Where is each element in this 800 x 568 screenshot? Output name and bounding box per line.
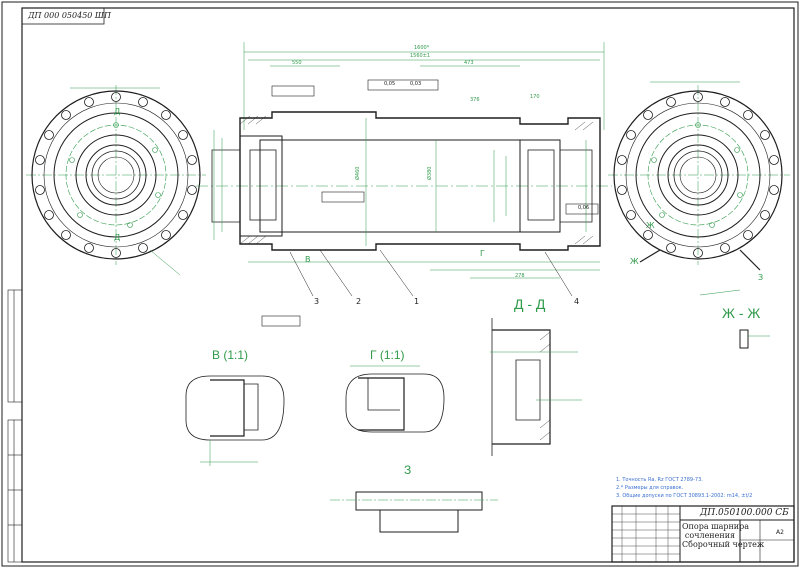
mark-zh-1: Ж (646, 221, 655, 230)
dim-length-3: 550 (292, 60, 302, 66)
dim-tol-1: 0,05 (384, 81, 396, 87)
inner-frame (21, 7, 795, 563)
detail-g-title: Г (1:1) (370, 348, 405, 362)
right-flange-view (608, 81, 790, 296)
note-1: 1. Точность Ra, Rz ГОСТ 2789-73. (616, 477, 703, 483)
dim-length-5: 376 (470, 97, 480, 103)
mark-d-2: Д (114, 233, 121, 242)
designation: ДП.050100.000 СБ (700, 508, 789, 518)
left-margin-column (7, 289, 23, 563)
dim-length-6: 278 (515, 273, 525, 279)
mark-zh-2: Ж (630, 257, 639, 266)
position-label-4: 4 (574, 297, 580, 306)
dim-length-7: 170 (530, 94, 540, 100)
mark-v: В (305, 255, 311, 264)
title-line-2: сочленения (684, 531, 736, 540)
position-label-3: 3 (314, 297, 320, 306)
section-d-d-view (490, 318, 582, 456)
dim-length-4: 473 (464, 60, 474, 66)
detail-v-title: В (1:1) (212, 348, 249, 362)
title-block (611, 505, 795, 563)
note-2: 2.* Размеры для справок. (616, 485, 684, 491)
mark-z: З (758, 273, 764, 282)
top-code: ДП 000 050450 ШП (28, 11, 112, 20)
section-zh-zh-view (739, 329, 770, 349)
detail-v-view (185, 375, 285, 466)
title-line-1: Опора шарнира (682, 522, 750, 531)
note-3: 3. Общие допуски по ГОСТ 30893.1-2002: m… (616, 493, 753, 499)
title-line-3: Сборочный чертеж (682, 540, 765, 549)
dim-length-2: 1560±1 (410, 53, 431, 59)
dim-diam-2: Ø380 (427, 166, 433, 180)
mark-g: Г (480, 249, 485, 258)
position-label-2: 2 (356, 297, 362, 306)
dim-overall-length: 1600* (414, 45, 430, 51)
dim-tol-2: 0,03 (410, 81, 422, 87)
left-flange-view (26, 85, 206, 276)
sheet-format: А2 (776, 529, 784, 536)
detail-g-view (345, 365, 445, 433)
mark-d-1: Д (114, 107, 121, 116)
dim-diam-1: Ø460 (355, 166, 361, 180)
view-z (330, 491, 498, 533)
section-d-d-title: Д - Д (514, 296, 546, 312)
top-code-box (21, 7, 105, 25)
view-z-title: З (404, 463, 412, 477)
dim-tol-3: 0,06 (578, 205, 590, 211)
position-label-1: 1 (414, 297, 420, 306)
main-section-view (196, 42, 612, 327)
section-zh-zh-title: Ж - Ж (722, 305, 761, 321)
